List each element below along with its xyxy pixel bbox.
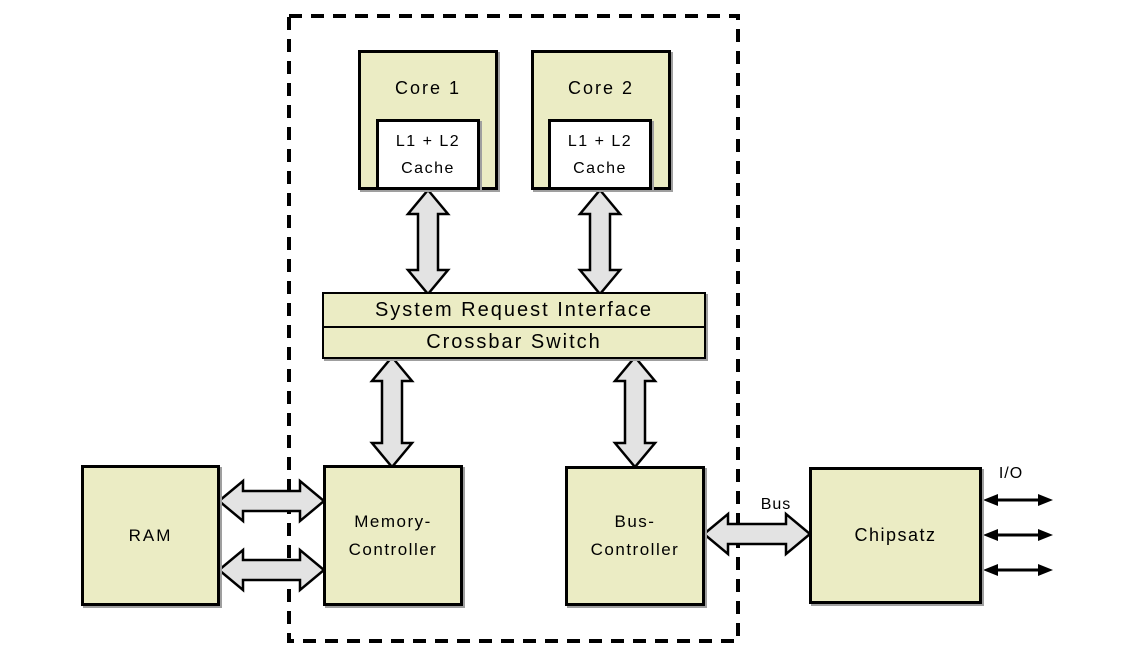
arrow-core2-sri — [577, 188, 623, 296]
arrow-bus-controller-chipset — [702, 511, 812, 557]
chipset-label: Chipsatz — [854, 525, 937, 545]
io-connection-label: I/O — [998, 465, 1024, 482]
core1-cache-line1: L1 + L2 — [395, 132, 461, 150]
core1-cache-box: L1 + L2 Cache — [376, 119, 480, 190]
arrow-ram-memory-controller-top — [217, 478, 326, 524]
cpu-package-dashed-border — [287, 14, 740, 643]
io-arrow-2 — [983, 529, 1053, 541]
ram-box: RAM — [81, 465, 220, 606]
system-request-interface-bar: System Request Interface — [322, 292, 706, 328]
core1-cache-line2: Cache — [401, 159, 455, 177]
bus-controller-box: Bus- Controller — [565, 466, 705, 606]
core2-label: Core 2 — [567, 78, 635, 98]
chipset-box: Chipsatz — [809, 467, 982, 604]
memory-controller-box: Memory- Controller — [323, 465, 463, 606]
memory-controller-line1: Memory- — [354, 511, 432, 531]
arrow-crossbar-bus-controller — [612, 355, 658, 469]
crossbar-switch-label: Crossbar Switch — [426, 331, 602, 353]
arrow-ram-memory-controller-bottom — [217, 547, 326, 593]
memory-controller-line2: Controller — [348, 539, 438, 559]
bus-controller-line2: Controller — [590, 540, 680, 559]
ram-label: RAM — [128, 525, 173, 545]
crossbar-switch-bar: Crossbar Switch — [322, 326, 706, 359]
io-arrow-1 — [983, 494, 1053, 506]
core2-cache-line2: Cache — [573, 159, 627, 177]
arrow-crossbar-memory-controller — [369, 355, 415, 469]
core2-cache-box: L1 + L2 Cache — [548, 119, 652, 190]
system-request-interface-label: System Request Interface — [374, 298, 654, 321]
io-arrow-3 — [983, 564, 1053, 576]
core1-label: Core 1 — [394, 78, 462, 98]
bus-controller-line1: Bus- — [614, 512, 656, 531]
core2-cache-line1: L1 + L2 — [567, 132, 633, 150]
arrow-core1-sri — [405, 188, 451, 296]
bus-connection-label: Bus — [760, 496, 792, 513]
